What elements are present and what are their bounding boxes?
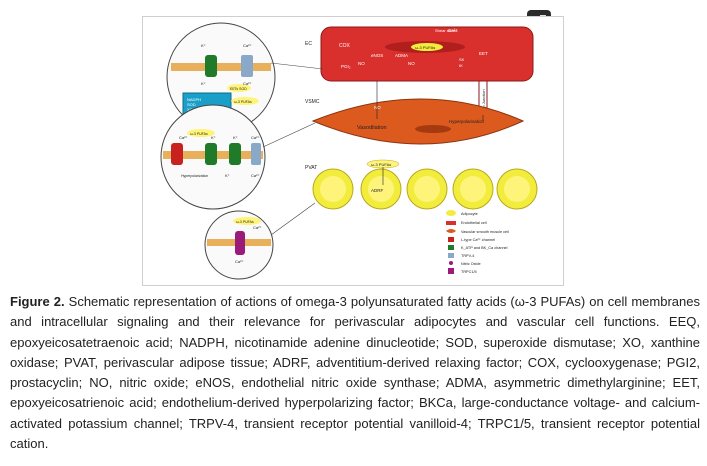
label-omega-pvat: ω-3 PUFAs xyxy=(371,162,391,167)
caption-text: Schematic representation of actions of o… xyxy=(10,294,700,452)
legend: Adipocyte Endothelial cell Vascular smoo… xyxy=(446,210,509,274)
label-k1: K⁺ xyxy=(201,43,206,48)
label-ca1: Ca²⁺ xyxy=(243,43,252,48)
label-pgi2: PGI₂ xyxy=(341,64,351,69)
label-omega-ec: ω-3 PUFAs xyxy=(415,45,435,50)
legend-item-1: Endothelial cell xyxy=(461,221,487,225)
label-hyperpol-small: Hyperpolarization xyxy=(181,174,208,178)
label-ca5: Ca²⁺ xyxy=(251,173,260,178)
label-ca7: Ca²⁺ xyxy=(235,259,244,264)
label-ca4: Ca²⁺ xyxy=(251,135,260,140)
label-sod: SOD xyxy=(187,102,196,107)
label-enos: eNOS xyxy=(371,53,383,58)
label-cox: COX xyxy=(339,43,351,49)
figure-image: EC Shear stress COX ADMA eNOS PGI₂ NO NO… xyxy=(142,16,564,286)
label-no-ec: NO xyxy=(358,61,365,66)
zoom-circle-middle: ω-3 PUFAs Ca²⁺ K⁺ K⁺ Ca²⁺ Hyperpolarizat… xyxy=(160,104,266,210)
legend-item-0: Adipocyte xyxy=(461,212,478,216)
legend-item-7: TRPC1/5 xyxy=(461,270,477,274)
label-vasodilation: Vasodilation xyxy=(357,125,387,131)
label-omega-c2: ω-3 PUFAs xyxy=(190,132,208,136)
label-hyperpolarisation: Hyperpolarisation xyxy=(449,119,485,124)
legend-item-5: TRPV-4 xyxy=(461,254,474,258)
connector-top xyxy=(270,62,324,70)
label-shear-stress: Shear stress xyxy=(435,28,457,33)
label-ec: EC xyxy=(305,41,312,47)
label-ca3: Ca²⁺ xyxy=(179,135,188,140)
vsmc-nucleus xyxy=(415,125,451,133)
connector-middle xyxy=(262,122,316,148)
figure-caption: Figure 2. Schematic representation of ac… xyxy=(10,292,700,454)
label-k2: K⁺ xyxy=(201,81,206,86)
legend-item-4: K_ATP and BK_Ca channel xyxy=(461,246,508,250)
legend-item-3: L-type Ca²⁺ channel xyxy=(461,238,495,242)
connector-bottom xyxy=(270,202,316,236)
label-no-ec2: NO xyxy=(408,61,415,66)
label-vsmc: VSMC xyxy=(305,99,320,105)
label-k4: K⁺ xyxy=(233,135,238,140)
zoom-circle-bottom: ω-3 PUFAs Ca²⁺ Ca²⁺ xyxy=(204,210,274,280)
label-sk: SK xyxy=(459,57,465,62)
label-ik: IK xyxy=(459,63,463,68)
label-no-vsmc: NO xyxy=(374,105,381,110)
legend-item-2: Vascular smooth muscle cell xyxy=(461,230,509,234)
label-nadph: NADPH xyxy=(187,97,201,102)
smooth-muscle-cell xyxy=(311,98,525,145)
label-gap-junction: Gap Junction xyxy=(481,89,486,113)
label-adrf: ADRF xyxy=(371,188,384,193)
endothelial-cell xyxy=(320,26,534,82)
label-ca6: Ca²⁺ xyxy=(253,225,262,230)
label-ca2: Ca²⁺ xyxy=(243,81,252,86)
legend-item-6: Nitric Oxide xyxy=(461,262,481,266)
label-omega-c3: ω-3 PUFAs xyxy=(236,220,254,224)
label-eet: EET xyxy=(479,51,488,56)
label-k3: K⁺ xyxy=(211,135,216,140)
zoom-circle-top: NADPH SOD XO EETs SOD ω-3 PUFAs K⁺ K⁺ Ca… xyxy=(166,22,276,132)
label-adma: ADMA xyxy=(395,53,408,58)
label-k5: K⁺ xyxy=(225,173,230,178)
adipocyte-group xyxy=(312,168,538,210)
label-eetbox: EETs SOD xyxy=(230,87,247,91)
label-ca-ec: Ca²⁺ xyxy=(448,28,458,33)
label-omega-c1: ω-3 PUFAs xyxy=(234,100,252,104)
caption-label: Figure 2. xyxy=(10,294,65,309)
label-xo: XO xyxy=(187,107,193,112)
omega-ec-bubble xyxy=(411,43,443,51)
label-pvat: PVAT xyxy=(305,165,317,171)
